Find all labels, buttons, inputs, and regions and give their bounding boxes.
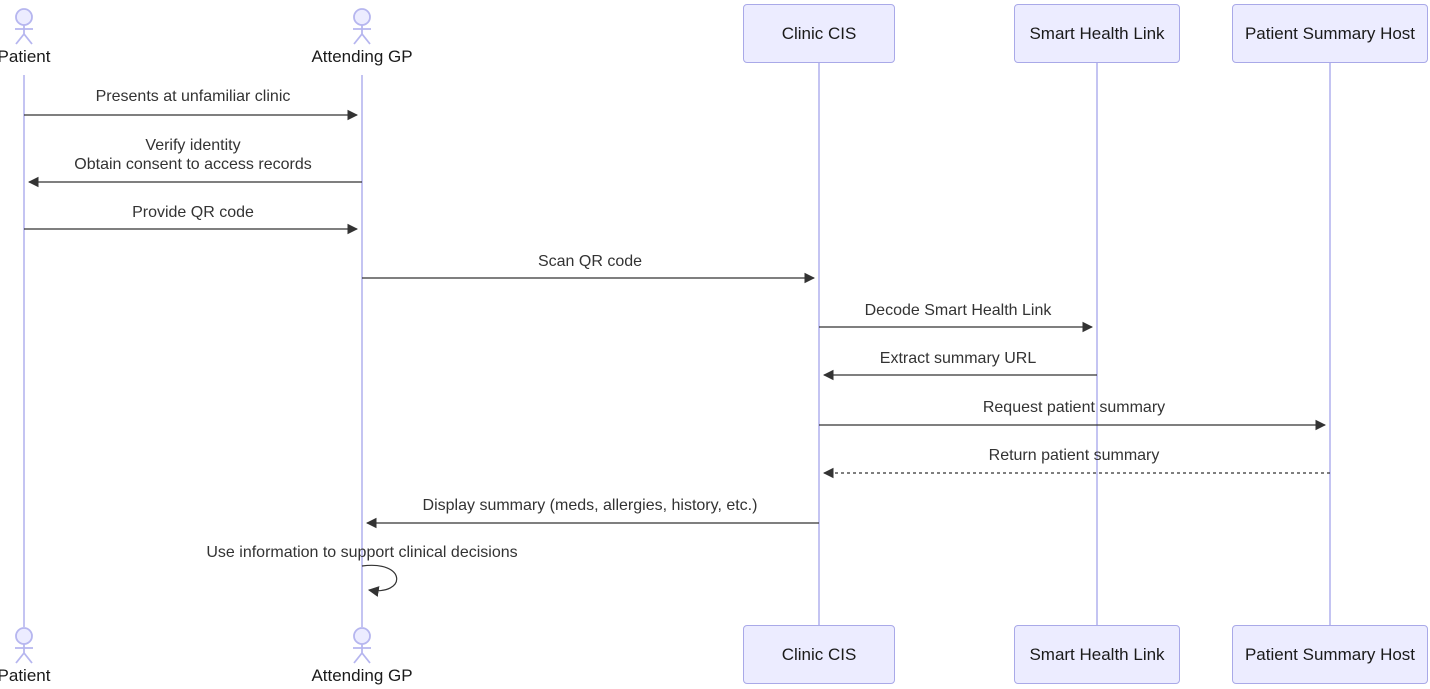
participant-box-clinic-cis-bottom: Clinic CIS (743, 625, 895, 684)
actor-label-attending-gp-top: Attending GP (311, 47, 413, 66)
message-label-scan-qr-code: Scan QR code (537, 253, 643, 270)
actor-figure-patient-top (15, 8, 33, 45)
message-label-verify-identity: Verify identity Obtain consent to access… (74, 137, 312, 173)
message-label-request-patient-summary: Request patient summary (982, 399, 1166, 416)
participant-box-clinic-cis-top: Clinic CIS (743, 4, 895, 63)
actor-figure-attending-gp-top (353, 8, 371, 45)
actor-label-attending-gp-bottom: Attending GP (311, 666, 413, 685)
actor-figure-patient-bottom (15, 627, 33, 664)
arrow-self-loop-use-information (361, 564, 398, 597)
message-label-extract-summary-url: Extract summary URL (879, 350, 1037, 367)
actor-label-patient-top: Patient (0, 47, 51, 66)
participant-box-patient-summary-host-bottom: Patient Summary Host (1232, 625, 1428, 684)
message-label-provide-qr-code: Provide QR code (132, 204, 254, 221)
message-label-display-summary: Display summary (meds, allergies, histor… (422, 497, 758, 514)
participant-box-smart-health-link-bottom: Smart Health Link (1014, 625, 1180, 684)
participant-box-patient-summary-host-top: Patient Summary Host (1232, 4, 1428, 63)
actor-label-patient-bottom: Patient (0, 666, 51, 685)
actor-figure-attending-gp-bottom (353, 627, 371, 664)
message-label-return-patient-summary: Return patient summary (988, 447, 1160, 464)
message-label-decode-smart-health-link: Decode Smart Health Link (864, 302, 1052, 319)
message-label-use-information: Use information to support clinical deci… (206, 544, 518, 561)
participant-box-smart-health-link-top: Smart Health Link (1014, 4, 1180, 63)
message-label-presents-at-clinic: Presents at unfamiliar clinic (95, 88, 291, 105)
